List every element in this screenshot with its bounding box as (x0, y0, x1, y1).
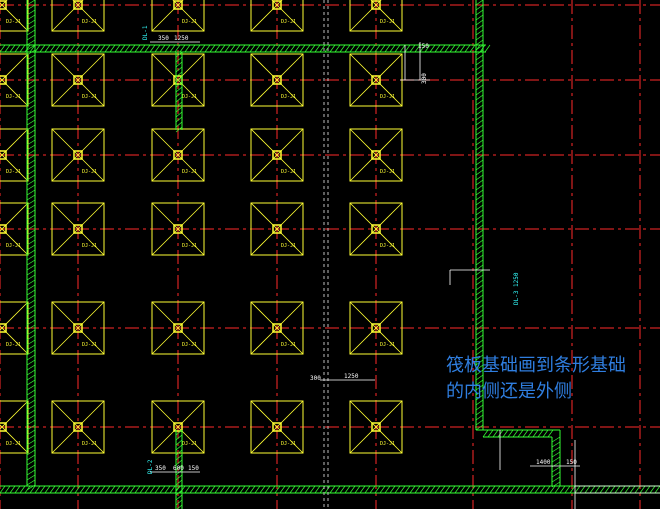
pad-footing: DJ-J1 (0, 400, 29, 454)
pad-label: DJ-J1 (182, 441, 197, 447)
pad-label: DJ-J1 (82, 19, 97, 25)
wall-labels: DL-1 DL-2 DL-3 1250 (142, 25, 520, 474)
question-annotation: 筏板基础画到条形基础 的内侧还是外侧 (446, 353, 660, 405)
dimension-texts: 350 1250 300 150 300 1250 350 600 150 14… (155, 35, 577, 472)
dim-1250-top: 1250 (174, 35, 189, 42)
pad-footing: DJ-J1 (250, 400, 304, 454)
pad-label: DJ-J1 (380, 94, 395, 100)
pad-footing: DJ-J1 (349, 400, 403, 454)
question-line-1: 筏板基础画到条形基础 (446, 355, 626, 376)
pad-footing: DJ-J1 (349, 202, 403, 256)
question-line-2: 的内侧还是外侧 (446, 381, 572, 402)
pad-footing: DJ-J1 (151, 301, 205, 355)
pad-footings: DJ-J1DJ-J1DJ-J1DJ-J1DJ-J1DJ-J1DJ-J1DJ-J1… (0, 0, 403, 454)
pad-footing: DJ-J1 (250, 202, 304, 256)
pad-label: DJ-J1 (6, 169, 21, 175)
pad-label: DJ-J1 (6, 243, 21, 249)
pad-label: DJ-J1 (6, 19, 21, 25)
pad-label: DJ-J1 (182, 19, 197, 25)
pad-footing: DJ-J1 (250, 301, 304, 355)
pad-label: DJ-J1 (82, 94, 97, 100)
pad-footing: DJ-J1 (0, 301, 29, 355)
pad-footing: DJ-J1 (250, 53, 304, 107)
pad-label: DJ-J1 (281, 243, 296, 249)
pad-label: DJ-J1 (82, 243, 97, 249)
dim-150-right: 150 (418, 43, 429, 50)
dim-150-low: 150 (188, 465, 199, 472)
dim-350-low: 350 (155, 465, 166, 472)
pad-footing: DJ-J1 (151, 128, 205, 182)
dim-1250-mid: 1250 (344, 373, 359, 380)
dim-300-right: 300 (421, 73, 428, 84)
pad-label: DJ-J1 (281, 94, 296, 100)
pad-footing: DJ-J1 (151, 202, 205, 256)
pad-footing: DJ-J1 (51, 202, 105, 256)
pad-label: DJ-J1 (380, 441, 395, 447)
pad-footing: DJ-J1 (51, 400, 105, 454)
pad-label: DJ-J1 (380, 169, 395, 175)
dim-350-top: 350 (158, 35, 169, 42)
pad-label: DJ-J1 (6, 441, 21, 447)
pad-label: DJ-J1 (182, 94, 197, 100)
pad-footing: DJ-J1 (51, 128, 105, 182)
dim-1400-br: 1400 (536, 459, 551, 466)
pad-label: DJ-J1 (380, 243, 395, 249)
pad-label: DJ-J1 (281, 19, 296, 25)
pad-label: DJ-J1 (182, 169, 197, 175)
pad-footing: DJ-J1 (349, 301, 403, 355)
pad-footing: DJ-J1 (151, 0, 205, 32)
pad-label: DJ-J1 (380, 342, 395, 348)
pad-label: DJ-J1 (281, 169, 296, 175)
wall-label-top-left: DL-1 (142, 25, 149, 40)
dimension-lines (150, 41, 660, 509)
pad-footing: DJ-J1 (51, 301, 105, 355)
pad-footing: DJ-J1 (0, 128, 29, 182)
wall-label-bottom-left: DL-2 (147, 459, 154, 474)
pad-label: DJ-J1 (281, 342, 296, 348)
pad-footing: DJ-J1 (250, 128, 304, 182)
pad-footing: DJ-J1 (0, 53, 29, 107)
pad-label: DJ-J1 (182, 342, 197, 348)
center-break-line (323, 0, 329, 509)
pad-label: DJ-J1 (82, 169, 97, 175)
dim-150-br: 150 (566, 459, 577, 466)
pad-label: DJ-J1 (380, 19, 395, 25)
pad-label: DJ-J1 (281, 441, 296, 447)
pad-footing: DJ-J1 (0, 0, 29, 32)
pad-footing: DJ-J1 (349, 128, 403, 182)
pad-label: DJ-J1 (82, 342, 97, 348)
pad-label: DJ-J1 (82, 441, 97, 447)
pad-footing: DJ-J1 (51, 0, 105, 32)
pad-footing: DJ-J1 (250, 0, 304, 32)
pad-label: DJ-J1 (6, 342, 21, 348)
pad-footing: DJ-J1 (349, 0, 403, 32)
pad-label: DJ-J1 (6, 94, 21, 100)
dim-300-mid: 300 (310, 375, 321, 382)
pad-footing: DJ-J1 (51, 53, 105, 107)
dim-600-low: 600 (173, 465, 184, 472)
pad-label: DJ-J1 (182, 243, 197, 249)
wall-label-right-vertical: DL-3 1250 (513, 272, 520, 305)
